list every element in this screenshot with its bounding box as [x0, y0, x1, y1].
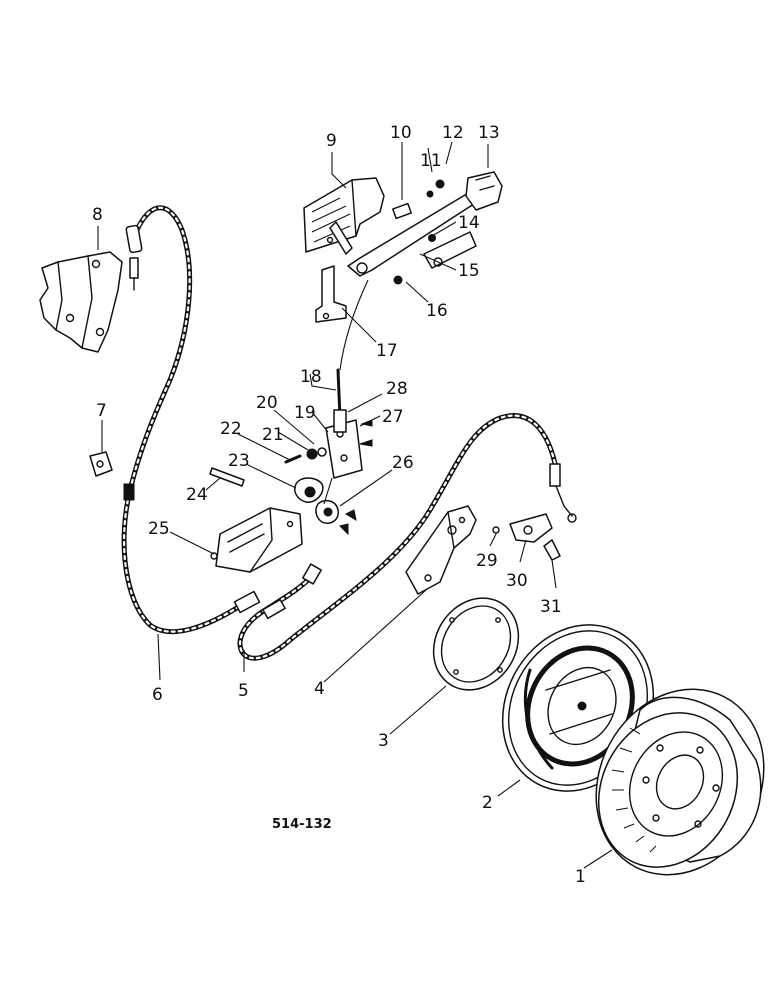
callout-21: 21 [262, 425, 284, 445]
part-5-cable [237, 413, 577, 661]
part-25-bracket [210, 507, 303, 573]
callout-30: 30 [506, 571, 528, 591]
callout-14: 14 [458, 213, 480, 233]
callout-24: 24 [186, 485, 208, 505]
callout-16: 16 [426, 301, 448, 321]
callout-10: 10 [390, 123, 412, 143]
callout-25: 25 [148, 519, 170, 539]
callout-19: 19 [294, 403, 316, 423]
part-3-gasket [432, 597, 520, 691]
callout-1: 1 [575, 867, 586, 887]
callout-20: 20 [256, 393, 278, 413]
callout-28: 28 [386, 379, 408, 399]
callout-2: 2 [482, 793, 493, 813]
callout-26: 26 [392, 453, 414, 473]
callout-labels: 1 2 3 4 5 6 7 8 9 10 11 12 13 14 15 16 1… [92, 123, 586, 887]
callout-29: 29 [476, 551, 498, 571]
part-24-strip [209, 467, 245, 487]
part-17-bracket [315, 265, 347, 323]
callout-13: 13 [478, 123, 500, 143]
callout-6: 6 [152, 685, 163, 705]
callout-12: 12 [442, 123, 464, 143]
callout-9: 9 [326, 131, 337, 151]
callout-18: 18 [300, 367, 322, 387]
parking-brake-lever-assembly [329, 171, 503, 285]
leader-lines [97, 141, 613, 869]
callout-3: 3 [378, 731, 389, 751]
part-4-bracket [405, 505, 477, 595]
part-18-rod [336, 279, 369, 420]
part-9-plate [303, 177, 385, 253]
diagram-code: 514-132 [272, 817, 332, 832]
callout-23: 23 [228, 451, 250, 471]
callout-8: 8 [92, 205, 103, 225]
parts-29-30-31 [492, 513, 561, 561]
equalizer-assembly [284, 409, 373, 536]
callout-27: 27 [382, 407, 404, 427]
part-1-brake-drum [595, 688, 765, 876]
callout-5: 5 [238, 681, 249, 701]
callout-4: 4 [314, 679, 325, 699]
part-8-bracket [39, 251, 123, 353]
callout-31: 31 [540, 597, 562, 617]
callout-17: 17 [376, 341, 398, 361]
part-6-cable [121, 205, 261, 635]
callout-15: 15 [458, 261, 480, 281]
callout-7: 7 [96, 401, 107, 421]
part-7-clip [89, 451, 113, 477]
callout-22: 22 [220, 419, 242, 439]
callout-11: 11 [420, 151, 442, 171]
